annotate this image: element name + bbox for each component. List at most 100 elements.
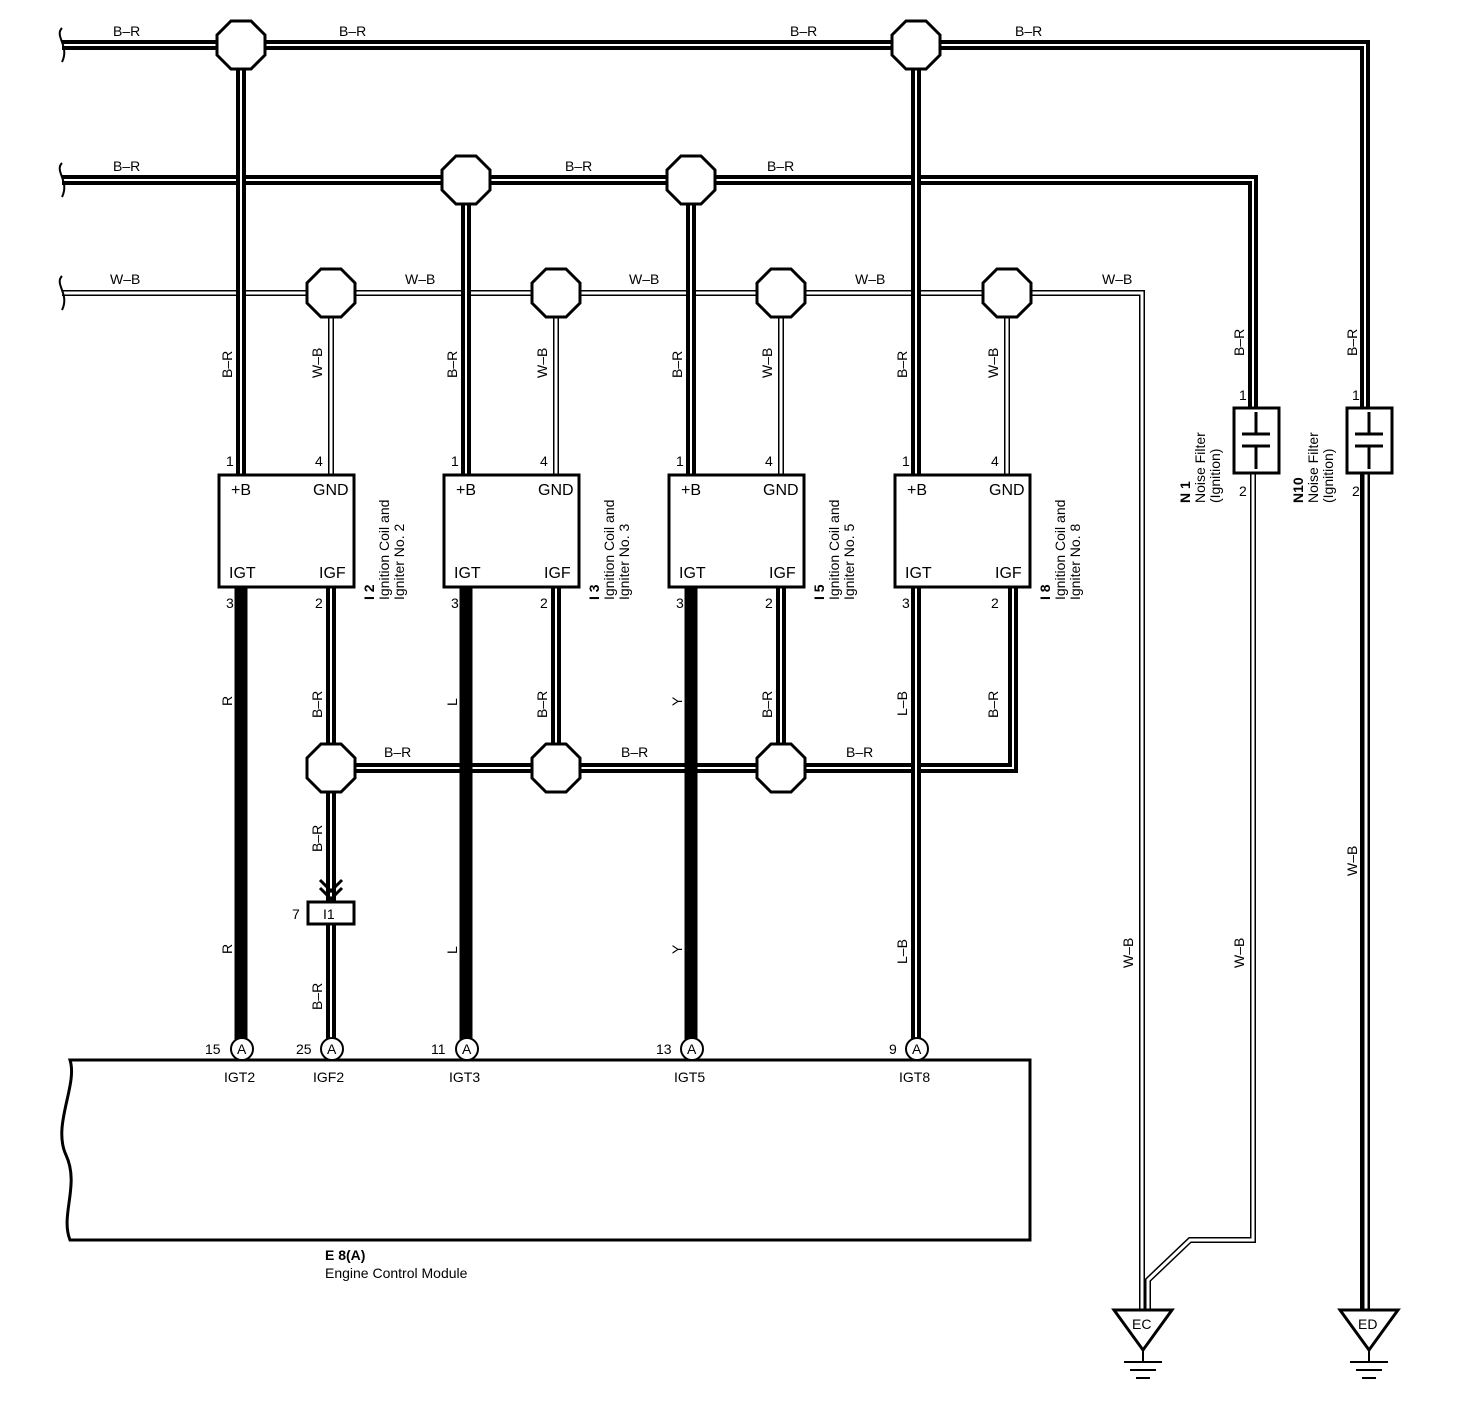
filter-code: N10 [1290,477,1306,503]
igt-wires [234,588,921,1045]
noise-filter-n1: 1 2 N 1 Noise Filter (Ignition) [1177,387,1281,503]
wire-label: R [219,696,235,706]
connector-i1: I1 7 [292,878,356,926]
coil-box [217,473,356,589]
pin-number: 1 [676,453,684,469]
terminal-name: IGF2 [313,1069,344,1085]
terminal-name: IGT5 [674,1069,705,1085]
wire-label: L [444,946,460,954]
plus-b-drops [236,45,921,475]
wire-label: B–R [1015,23,1042,39]
filter-name: Noise Filter [1192,432,1208,503]
wire-label: R [219,944,235,954]
noise-filter-n10: 1 2 N10 Noise Filter (Ignition) [1290,387,1394,503]
ground-ec: EC [1111,1308,1175,1379]
connector-box [306,900,356,926]
pin-number: 4 [540,453,548,469]
coil-name: Igniter No. 2 [391,524,407,600]
terminal-label: IGT [679,565,706,582]
terminal-label: GND [313,482,349,499]
n1-to-ec-wire [1145,472,1256,1310]
wire-label: B–R [985,691,1001,718]
filter-name: Noise Filter [1305,432,1321,503]
wire-label: W–B [110,271,140,287]
wire-label: B–R [767,158,794,174]
wire-break-marks [58,27,66,311]
double-arrow-icon [318,878,344,902]
pin-number: 1 [902,453,910,469]
coil-box [442,473,581,589]
ignition-coil-i8: 1 4 3 2 +B GND IGT IGF I 8 Ignition Coil… [893,453,1083,611]
splice-points [215,19,1033,794]
wire-label: B–R [339,23,366,39]
coil-name: Igniter No. 5 [841,524,857,600]
ecm-code: E 8(A) [325,1247,365,1263]
wire-label: W–B [1102,271,1132,287]
terminal-label: IGT [905,565,932,582]
pin-number: 4 [991,453,999,469]
ground-ed: ED [1337,1308,1401,1379]
coil-code: I 3 [586,584,602,600]
pin-number: 15 [205,1041,221,1057]
wire-label: B–R [846,744,873,760]
svg-text:A: A [912,1041,922,1057]
coil-box [667,473,806,589]
wire-label: L–B [894,691,910,716]
pin-number: 25 [296,1041,312,1057]
ecm-terminal-igt3: A 11 IGT3 [431,1037,480,1085]
wire-label: B–R [894,351,910,378]
coil-box [893,473,1032,589]
coil-name: Ignition Coil and [601,500,617,600]
coil-code: I 5 [811,584,827,600]
pin-number: 2 [1239,483,1247,499]
pin-number: 2 [991,595,999,611]
wire-label: B–R [1344,329,1360,356]
ecm-name: Engine Control Module [325,1265,468,1281]
wire-label: W–B [1120,938,1136,968]
wire-label: W–B [309,348,325,378]
terminal-name: IGT8 [899,1069,930,1085]
pin-number: 3 [676,595,684,611]
pin-number: 7 [292,906,300,922]
filter-name: (Ignition) [1207,449,1223,503]
wire-label: B–R [1231,329,1247,356]
terminal-label: +B [681,482,701,499]
terminal-label: IGF [319,565,346,582]
wire-label: B–R [309,983,325,1010]
pin-number: 2 [1352,483,1360,499]
terminal-label: +B [456,482,476,499]
svg-text:A: A [237,1041,247,1057]
wire-label: B–R [384,744,411,760]
ignition-coil-i3: 1 4 3 2 +B GND IGT IGF I 3 Ignition Coil… [442,453,632,611]
pin-number: 13 [656,1041,672,1057]
pin-number: 1 [451,453,459,469]
ground-label: EC [1132,1316,1151,1332]
wire-label: W–B [629,271,659,287]
capacitor-icon [1355,412,1383,469]
terminal-label: IGF [769,565,796,582]
coil-name: Ignition Coil and [1052,500,1068,600]
terminal-label: IGF [995,565,1022,582]
pin-number: 3 [226,595,234,611]
wire-label: W–B [1231,938,1247,968]
pin-number: 2 [315,595,323,611]
pin-number: 2 [765,595,773,611]
ecm-terminal-igt2: A 15 IGT2 [205,1037,255,1085]
ecm-body [60,1058,1032,1242]
pin-number: 11 [431,1041,446,1057]
coil-code: I 8 [1037,584,1053,600]
terminal-label: GND [538,482,574,499]
pin-number: 4 [315,453,323,469]
wire-label: B–R [759,691,775,718]
pin-number: 9 [889,1041,897,1057]
wire-label: W–B [534,348,550,378]
terminal-label: GND [989,482,1025,499]
wire-label: W–B [855,271,885,287]
wire-label: B–R [790,23,817,39]
ecm-terminal-igt8: A 9 IGT8 [889,1037,930,1085]
wire-label: W–B [1344,846,1360,876]
coil-name: Ignition Coil and [826,500,842,600]
coil-code: I 2 [361,584,377,600]
wire-label: B–R [444,351,460,378]
svg-text:A: A [462,1041,472,1057]
